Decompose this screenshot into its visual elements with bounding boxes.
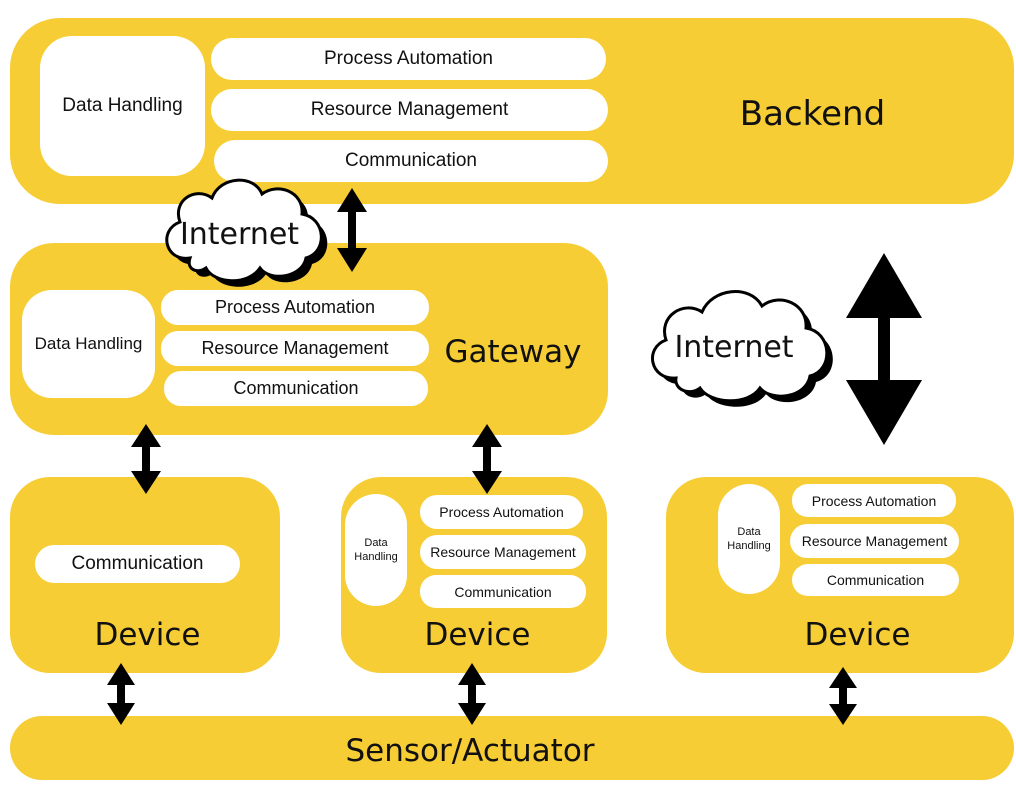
arrow-backend-gateway-icon xyxy=(337,188,367,272)
gateway-title: Gateway xyxy=(444,334,582,370)
gateway-resource-management: Resource Management xyxy=(161,331,429,366)
gateway-data-handling: Data Handling xyxy=(22,290,155,398)
arrow-backend-device3-icon xyxy=(846,253,922,445)
device-3-communication: Communication xyxy=(792,564,959,596)
arrow-device3-sensor-icon xyxy=(829,667,857,725)
internet-label-2: Internet xyxy=(674,329,794,365)
device-1-communication: Communication xyxy=(35,545,240,583)
arrow-gateway-device1-icon xyxy=(131,424,161,494)
device-1-title: Device xyxy=(94,617,201,653)
device-2-data-handling: Data Handling xyxy=(345,494,407,606)
internet-cloud-2-icon xyxy=(651,290,833,407)
sensor-actuator-title: Sensor/Actuator xyxy=(345,733,595,769)
sensor-actuator-box xyxy=(10,716,1014,780)
gateway-communication: Communication xyxy=(164,371,428,406)
device-2-title: Device xyxy=(424,617,531,653)
arrow-device1-sensor-icon xyxy=(107,663,135,725)
device-3-data-handling: Data Handling xyxy=(718,484,780,594)
internet-label-1: Internet xyxy=(179,216,300,252)
gateway-process-automation: Process Automation xyxy=(161,290,429,325)
backend-data-handling: Data Handling xyxy=(40,36,205,176)
device-2-communication: Communication xyxy=(420,575,586,608)
backend-process-automation: Process Automation xyxy=(211,38,606,80)
device-3-resource-management: Resource Management xyxy=(790,524,959,558)
backend-communication: Communication xyxy=(214,140,608,182)
arrow-gateway-device2-icon xyxy=(472,424,502,494)
backend-title: Backend xyxy=(739,94,886,134)
device-3-process-automation: Process Automation xyxy=(792,484,956,517)
device-2-process-automation: Process Automation xyxy=(420,495,583,529)
arrow-device2-sensor-icon xyxy=(458,663,486,725)
backend-resource-management: Resource Management xyxy=(211,89,608,131)
internet-cloud-1-icon xyxy=(165,178,328,287)
device-3-title: Device xyxy=(804,617,911,653)
device-2-resource-management: Resource Management xyxy=(420,535,586,569)
